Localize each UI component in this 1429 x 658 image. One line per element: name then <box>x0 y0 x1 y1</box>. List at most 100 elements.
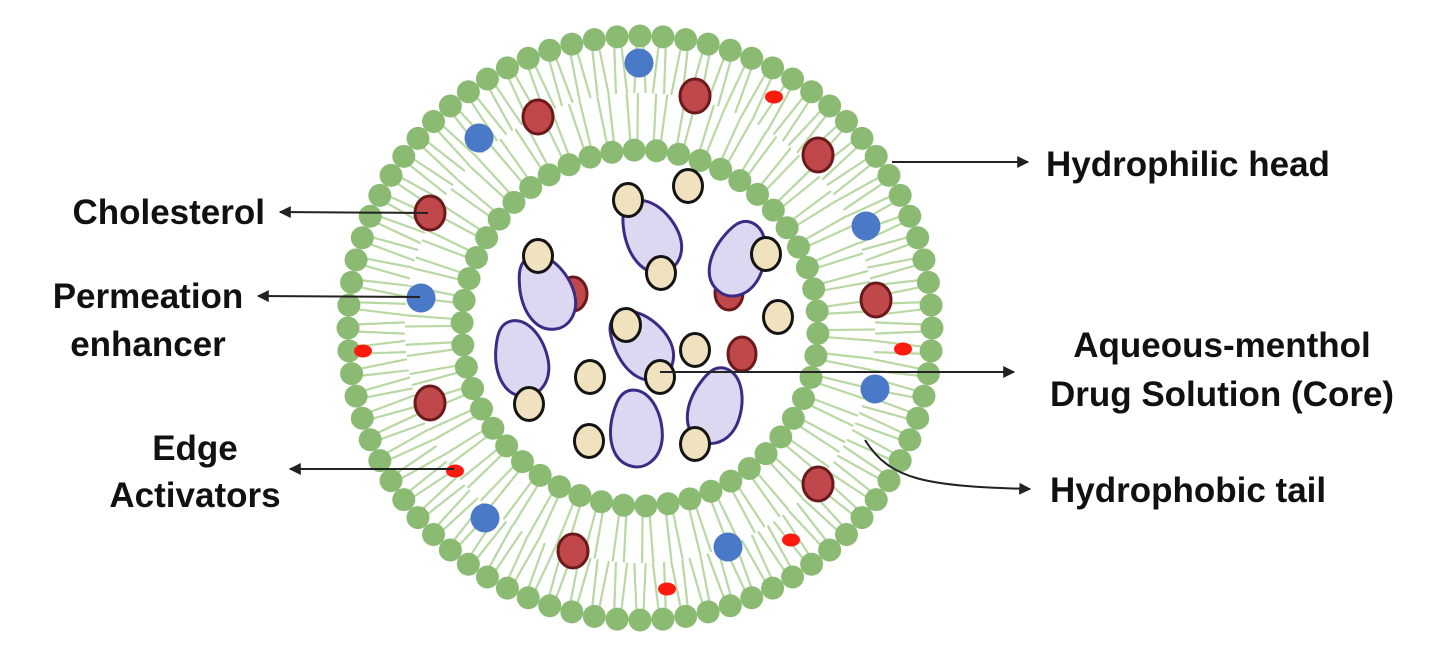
hydrophilic-head <box>746 182 770 206</box>
hydrophilic-head <box>806 321 830 345</box>
tail-line <box>533 63 556 109</box>
tail-line <box>425 484 466 517</box>
hydrophilic-head <box>358 428 382 452</box>
tail-line <box>480 464 516 502</box>
hydrophilic-head <box>850 126 874 150</box>
tail-line <box>591 559 599 610</box>
membrane-particles <box>354 48 912 596</box>
tail-line <box>448 434 490 466</box>
hydrophilic-head <box>487 207 511 231</box>
label-hydrophilic-head: Hydrophilic head <box>1046 145 1330 184</box>
edge-activator-molecule <box>894 342 912 356</box>
tail-line <box>415 256 464 275</box>
tail-line <box>420 145 459 181</box>
permeation-enhancer-molecule <box>713 532 743 562</box>
tail-line <box>787 509 823 548</box>
tail-line <box>874 330 926 335</box>
hydrophilic-head <box>718 38 742 62</box>
tail-line <box>826 157 869 186</box>
menthol-molecule <box>612 182 644 218</box>
tail-line <box>607 94 616 145</box>
tail-line <box>815 252 864 270</box>
tail-line <box>751 75 774 122</box>
hydrophilic-head <box>791 386 815 410</box>
tail-line <box>459 447 500 480</box>
tail-line <box>567 103 586 152</box>
hydrophobic-tails <box>354 42 926 614</box>
hydrophilic-head <box>422 110 446 134</box>
edge-activator-molecule <box>782 533 800 547</box>
tail-line <box>812 242 860 263</box>
tail-line <box>861 235 911 251</box>
hydrophilic-head <box>877 163 901 187</box>
tail-line <box>865 242 913 262</box>
tail-line <box>671 510 684 560</box>
tail-line <box>411 371 461 386</box>
menthol-molecule <box>573 423 605 459</box>
hydrophilic-head <box>350 226 374 250</box>
menthol-molecule <box>679 332 711 368</box>
hydrophilic-head <box>406 126 430 150</box>
hydrophilic-head <box>919 339 943 363</box>
tail-line <box>354 321 406 326</box>
tail-line <box>421 239 469 259</box>
hydrophilic-head <box>589 490 613 514</box>
hydrophilic-head <box>495 576 519 600</box>
tail-line <box>426 229 472 253</box>
tail-line <box>854 422 903 442</box>
hydrophilic-head <box>368 183 392 207</box>
tail-line <box>596 96 609 146</box>
tail-line <box>477 157 512 196</box>
hydrophilic-head <box>761 56 785 80</box>
tail-line <box>843 181 886 211</box>
hydrophilic-head <box>547 475 571 499</box>
hydrophilic-head <box>781 565 805 589</box>
tail-line <box>843 445 886 475</box>
edge-activator-molecule <box>765 90 783 104</box>
hydrophilic-head <box>519 176 543 200</box>
tail-line <box>363 257 413 269</box>
tail-line <box>369 235 419 251</box>
tail-line <box>808 403 854 427</box>
tail-line <box>867 257 917 269</box>
tail-line <box>474 521 507 561</box>
tail-line <box>688 557 704 607</box>
hydrophilic-head <box>344 248 368 272</box>
tail-line <box>597 560 610 611</box>
tail-line <box>773 95 806 135</box>
tail-line <box>474 95 507 135</box>
hydrophilic-head <box>450 311 474 335</box>
label-hydrophobic-tail: Hydrophobic tail <box>1050 471 1326 510</box>
tail-line <box>818 375 868 389</box>
hydrophilic-head <box>674 604 698 628</box>
hydrophilic-head <box>582 28 606 52</box>
hydrophilic-head <box>634 494 658 518</box>
tail-line <box>554 500 576 548</box>
tail-line <box>869 264 919 280</box>
tail-line <box>398 454 443 481</box>
hydrophilic-head <box>919 293 943 317</box>
tail-line <box>633 562 638 614</box>
tail-line <box>726 120 753 165</box>
tail-line <box>833 461 873 494</box>
hydrophilic-head <box>528 463 552 487</box>
tail-line <box>846 439 893 462</box>
hydrophilic-head <box>350 406 374 430</box>
label-permeation-enhancer-line2: enhancer <box>70 325 226 364</box>
tail-line <box>811 397 859 417</box>
tail-line <box>730 488 756 534</box>
drug-molecule <box>609 388 664 469</box>
cholesterol-molecule <box>678 77 712 115</box>
tail-line <box>488 468 521 509</box>
hydrophilic-head <box>804 344 828 368</box>
hydrophilic-head <box>368 449 392 473</box>
tail-line <box>435 128 471 167</box>
tail-line <box>576 49 592 99</box>
tail-line <box>384 429 429 455</box>
hydrophilic-head <box>340 362 364 386</box>
hydrophilic-head <box>605 607 629 631</box>
tail-line <box>625 93 632 144</box>
hydrophilic-head <box>358 204 382 228</box>
tail-line <box>367 394 415 414</box>
label-cholesterol: Cholesterol <box>72 193 265 232</box>
